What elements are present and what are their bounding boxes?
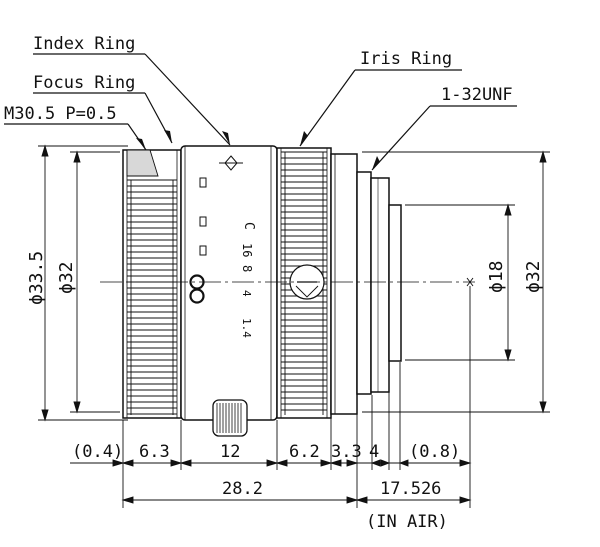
diameter-dimensions — [38, 144, 550, 422]
focus-ring — [122, 149, 182, 419]
iris-ring — [276, 147, 332, 419]
length-12-label: 12 — [220, 442, 240, 462]
callout-labels: Index Ring Focus Ring M30.5 P=0.5 Iris R… — [4, 34, 517, 171]
focus-scale-4: 4 — [240, 290, 253, 297]
flange-back-label: 17.526 — [380, 479, 441, 499]
barrel-engravings: C 16 8 4 1.4 — [240, 222, 256, 338]
length-4-label: 4 — [369, 442, 379, 462]
index-ring-label: Index Ring — [33, 34, 135, 54]
focus-ring-label: Focus Ring — [33, 73, 135, 93]
lens-body — [122, 145, 402, 437]
thread-spec-label: M30.5 P=0.5 — [4, 104, 117, 124]
index-diamond-marker — [219, 155, 243, 171]
length-dimensions — [70, 286, 472, 508]
rear-barrel — [330, 153, 358, 415]
iris-ring-label: Iris Ring — [360, 49, 452, 69]
length-labels: (0.4) 6.3 12 6.2 3.3 4 (0.8) 28.2 17.526… — [72, 442, 460, 532]
c-mount — [356, 171, 402, 395]
c-mount-mark: C — [241, 222, 256, 230]
length-6-2-label: 6.2 — [289, 442, 320, 462]
mount-thread-label: 1-32UNF — [441, 85, 513, 105]
index-ring — [180, 145, 278, 421]
length-3-3-label: 3.3 — [331, 442, 362, 462]
diameter-labels: ϕ33.5 ϕ32 ϕ18 ϕ32 — [26, 251, 544, 305]
diameter-18-label: ϕ18 — [486, 260, 507, 293]
length-6-3-label: 6.3 — [139, 442, 170, 462]
focus-scale-16: 16 — [240, 243, 254, 257]
diameter-32-right-label: ϕ32 — [523, 260, 544, 293]
length-0-8-label: (0.8) — [409, 442, 460, 462]
diameter-32-left-label: ϕ32 — [56, 261, 77, 294]
length-0-4-label: (0.4) — [72, 442, 123, 462]
iris-ring-grip — [281, 151, 327, 415]
diameter-33-5-label: ϕ33.5 — [26, 251, 47, 305]
in-air-note: (IN AIR) — [366, 512, 448, 532]
length-28-2-label: 28.2 — [222, 479, 263, 499]
focus-scale-8: 8 — [240, 265, 254, 272]
focus-lock-screw — [212, 399, 248, 437]
focus-scale-1-4: 1.4 — [240, 318, 253, 338]
